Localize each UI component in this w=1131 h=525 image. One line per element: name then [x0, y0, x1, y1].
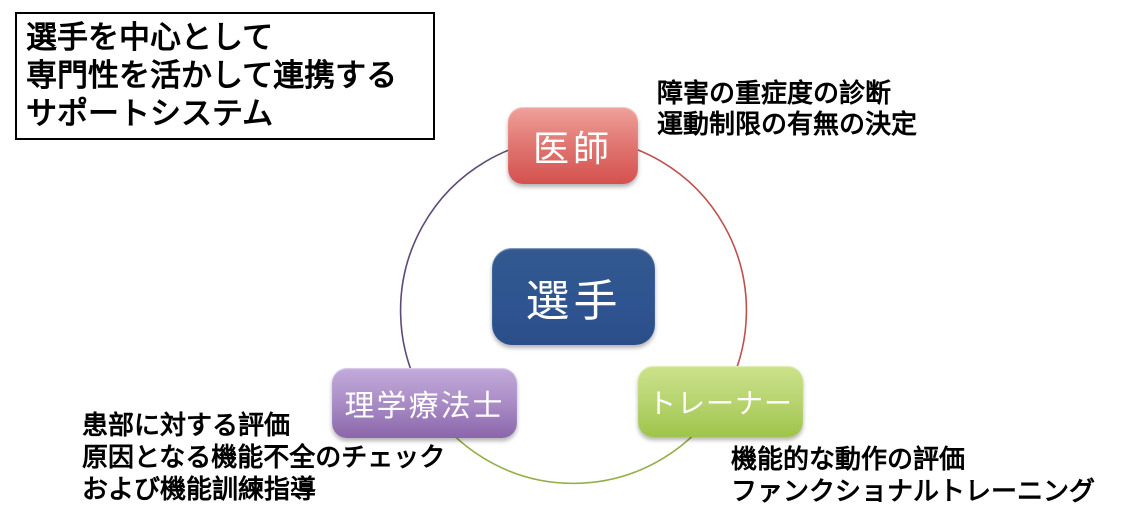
node-athlete-label: 選手	[525, 276, 622, 326]
note-pt-line-2: 原因となる機能不全のチェック	[82, 442, 446, 472]
note-doctor-line-2: 運動制限の有無の決定	[657, 109, 918, 139]
note-pt-line-1: 患部に対する評価	[82, 410, 291, 440]
title-line-3: サポートシステム	[26, 96, 274, 131]
node-physical-therapist: 理学療法士	[332, 368, 517, 438]
arc-trainer-to-pt	[425, 400, 722, 485]
node-trainer: トレーナー	[638, 366, 803, 437]
title-line-2: 専門性を活かして連携する	[26, 58, 398, 93]
node-athlete: 選手	[492, 248, 655, 345]
note-trainer-line-1: 機能的な動作の評価	[731, 444, 966, 474]
note-doctor-line-1: 障害の重症度の診断	[657, 78, 892, 108]
note-pt-line-3: および機能訓練指導	[82, 474, 317, 504]
note-trainer: 機能的な動作の評価 ファンクショナルトレーニング	[731, 443, 1095, 507]
node-trainer-label: トレーナー	[647, 387, 793, 419]
node-doctor-label: 医師	[532, 127, 613, 169]
title-line-1: 選手を中心として	[26, 20, 274, 55]
title-box: 選手を中心として 専門性を活かして連携する サポートシステム	[15, 12, 435, 140]
note-trainer-line-2: ファンクショナルトレーニング	[731, 476, 1096, 506]
note-doctor: 障害の重症度の診断 運動制限の有無の決定	[657, 78, 917, 140]
node-doctor: 医師	[508, 107, 638, 184]
note-physical-therapist: 患部に対する評価 原因となる機能不全のチェック および機能訓練指導	[82, 409, 445, 505]
node-physical-therapist-label: 理学療法士	[344, 390, 505, 423]
